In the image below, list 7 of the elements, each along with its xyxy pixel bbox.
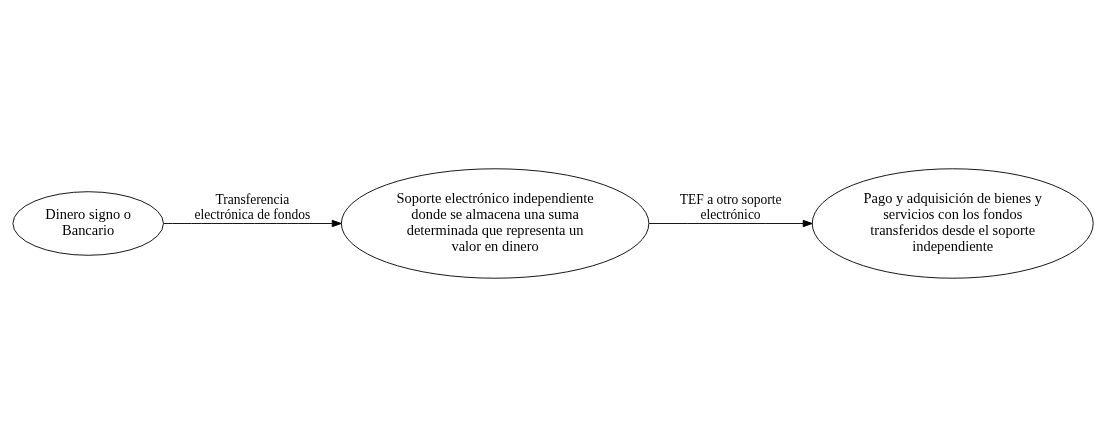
edge-label: Transferencia electrónica de fondos [194,191,311,222]
edge-label: TEF a otro soporte electrónico [679,191,782,222]
node-ellipse: Pago y adquisición de bienes y servicios con los fondos transferidos desde el soporte independiente [811,168,1094,279]
node-ellipse: Dinero signo o Bancario [12,191,164,256]
arrow [163,219,342,228]
node-ellipse: Soporte electrónico independiente donde se almacena una suma determinada que representa un valor en dinero [340,168,650,279]
arrow [648,219,813,228]
